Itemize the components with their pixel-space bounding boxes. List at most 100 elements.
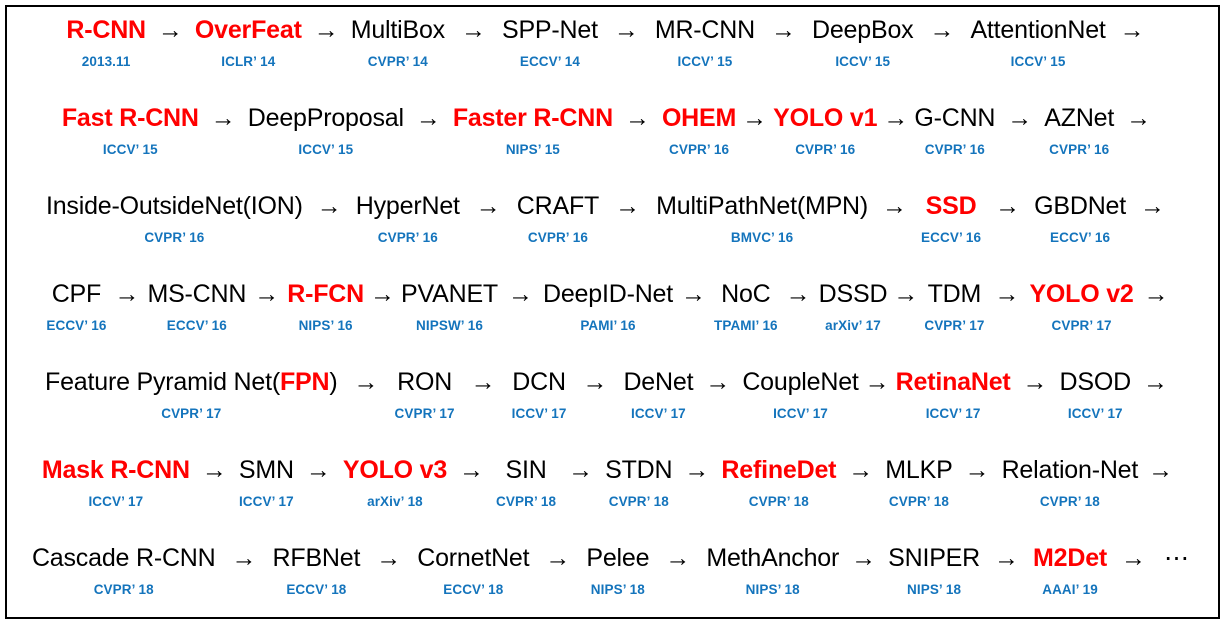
- arrow-right-icon: →: [848, 456, 874, 484]
- timeline-node[interactable]: Feature Pyramid Net(FPN)CVPR’ 17: [45, 367, 338, 423]
- arrow-right-icon: →: [681, 280, 706, 308]
- node-name-highlight: FPN: [279, 368, 330, 396]
- arrow-right-icon: →: [1121, 544, 1147, 572]
- arrow-right-icon: →: [684, 456, 710, 484]
- node-venue-label: CVPR’ 17: [1051, 318, 1112, 333]
- node-model-name: OHEM: [661, 104, 737, 132]
- arrow-right-icon: →: [415, 104, 441, 132]
- arrow-right-icon: →: [316, 192, 342, 220]
- arrow-right-icon: →: [460, 16, 486, 44]
- node-model-name: RetinaNet: [895, 368, 1011, 396]
- arrow-right-icon: →: [882, 192, 908, 220]
- node-model-name: DeepID-Net: [543, 280, 673, 308]
- node-model-name: PVANET: [401, 280, 498, 308]
- timeline-node[interactable]: OHEM CVPR’ 16: [662, 103, 736, 159]
- timeline-node[interactable]: MultiPathNet(MPN)BMVC’ 16: [656, 191, 868, 247]
- node-venue-label: CVPR’ 18: [1039, 494, 1100, 509]
- node-model-name: CornetNet: [417, 544, 530, 572]
- node-venue-label: CVPR’ 18: [608, 494, 669, 509]
- node-model-name: SSD: [925, 192, 977, 220]
- node-model-name: MultiBox: [350, 16, 445, 44]
- node-venue-label: ICCV’ 15: [298, 142, 354, 157]
- node-model-name: DSSD: [818, 280, 888, 308]
- node-venue-label: NIPS’ 16: [298, 318, 353, 333]
- node-model-name: RON: [397, 368, 453, 396]
- node-model-name: DeNet: [623, 368, 694, 396]
- node-venue-label: ECCV’ 16: [921, 230, 982, 245]
- arrow-right-icon: →: [1142, 368, 1168, 396]
- node-venue-label: CVPR’ 16: [668, 142, 730, 157]
- arrow-right-icon: →: [1140, 192, 1166, 220]
- node-model-name: CoupleNet: [742, 368, 859, 396]
- node-venue-label: CVPR’ 18: [888, 494, 949, 509]
- node-venue-label: ICCV’ 17: [630, 406, 686, 421]
- timeline-node[interactable]: Inside-OutsideNet(ION)CVPR’ 16: [46, 191, 303, 247]
- arrow-right-icon: →: [1148, 456, 1174, 484]
- node-venue-label: ICCV’ 15: [102, 142, 158, 157]
- node-venue-label: AAAI’ 19: [1042, 582, 1098, 597]
- node-venue-label: arXiv’ 18: [367, 494, 423, 509]
- node-venue-label: CVPR’ 16: [377, 230, 438, 245]
- node-venue-label: CVPR’ 16: [924, 142, 985, 157]
- arrow-right-icon: →: [1119, 16, 1145, 44]
- node-model-name: Cascade R-CNN: [31, 544, 216, 572]
- arrow-right-icon: →: [582, 368, 608, 396]
- timeline-node[interactable]: SSD ECCV’ 16: [921, 191, 981, 247]
- arrow-right-icon: →: [353, 368, 379, 396]
- node-model-name: OverFeat: [194, 16, 302, 44]
- arrow-right-icon: →: [615, 192, 641, 220]
- node-model-name: DeepBox: [812, 16, 914, 44]
